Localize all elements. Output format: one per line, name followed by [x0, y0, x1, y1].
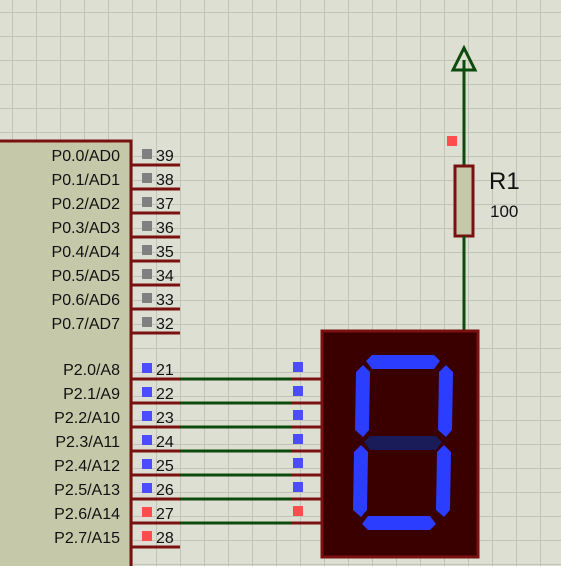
pin-number-label: 32	[156, 316, 174, 333]
pin-name-label: P2.0/A8	[63, 362, 120, 379]
pin-state-indicator	[142, 317, 152, 327]
pin-name-label: P0.3/AD3	[52, 220, 121, 237]
pin-number-label: 28	[156, 530, 174, 547]
pin-state-indicator	[142, 531, 152, 541]
segment-d	[362, 516, 436, 530]
pin-name-label: P2.6/A14	[54, 506, 120, 523]
segment-c	[436, 445, 451, 517]
pin-number-label: 34	[156, 268, 174, 285]
pin-state-indicator	[142, 387, 152, 397]
pin-name-label: P0.7/AD7	[52, 316, 121, 333]
pin-number-label: 38	[156, 172, 174, 189]
display-pin-indicator	[293, 482, 303, 492]
pin-name-label: P2.1/A9	[63, 386, 120, 403]
pin-number-label: 27	[156, 506, 174, 523]
pin-state-indicator	[142, 507, 152, 517]
pin-state-indicator	[142, 149, 152, 159]
pin-name-label: P0.2/AD2	[52, 196, 121, 213]
seven-segment-digits	[353, 355, 453, 530]
pin-number-label: 39	[156, 148, 174, 165]
resistor-ref-label: R1	[489, 168, 520, 195]
display-pin-indicator	[293, 362, 303, 372]
resistor-r1[interactable]	[453, 164, 475, 238]
pin-state-indicator	[142, 269, 152, 279]
pin-name-label: P0.5/AD5	[52, 268, 121, 285]
pin-name-label: P2.5/A13	[54, 482, 120, 499]
segment-f	[355, 365, 370, 437]
pin-state-indicator	[142, 363, 152, 373]
pin-state-indicator	[142, 173, 152, 183]
pin-number-label: 21	[156, 362, 174, 379]
pin-state-indicator	[142, 411, 152, 421]
resistor-value-label: 100	[490, 202, 518, 221]
pin-state-indicator	[142, 245, 152, 255]
power-node-marker	[447, 136, 457, 146]
pin-name-label: P2.2/A10	[54, 410, 120, 427]
display-pin-indicator	[293, 458, 303, 468]
pin-name-label: P2.4/A12	[54, 458, 120, 475]
microcontroller-chip[interactable]	[0, 139, 133, 566]
pin-state-indicator	[142, 483, 152, 493]
pin-number-label: 37	[156, 196, 174, 213]
segment-a	[366, 355, 440, 369]
pin-name-label: P2.7/A15	[54, 530, 120, 547]
pin-number-label: 35	[156, 244, 174, 261]
pin-state-indicator	[142, 459, 152, 469]
pin-name-label: P0.1/AD1	[52, 172, 121, 189]
display-pin-indicator	[293, 506, 303, 516]
pin-state-indicator	[142, 293, 152, 303]
segment-b	[438, 365, 453, 437]
pin-number-label: 36	[156, 220, 174, 237]
pin-name-label: P0.6/AD6	[52, 292, 121, 309]
pin-name-label: P0.4/AD4	[52, 244, 121, 261]
pin-number-label: 33	[156, 292, 174, 309]
segment-g	[364, 436, 442, 450]
display-pin-indicator	[293, 410, 303, 420]
pin-name-label: P2.3/A11	[55, 434, 120, 451]
pin-number-label: 24	[156, 434, 174, 451]
pin-name-label: P0.0/AD0	[52, 148, 121, 165]
pin-number-label: 26	[156, 482, 174, 499]
display-pin-indicator	[293, 386, 303, 396]
pin-state-indicator	[142, 221, 152, 231]
segment-e	[353, 445, 368, 517]
pin-state-indicator	[142, 435, 152, 445]
pin-number-label: 25	[156, 458, 174, 475]
pin-number-label: 23	[156, 410, 174, 427]
pin-number-label: 22	[156, 386, 174, 403]
port2-wires	[180, 362, 322, 525]
display-pin-indicator	[293, 434, 303, 444]
power-arrow-icon[interactable]	[450, 44, 478, 166]
pin-state-indicator	[142, 197, 152, 207]
